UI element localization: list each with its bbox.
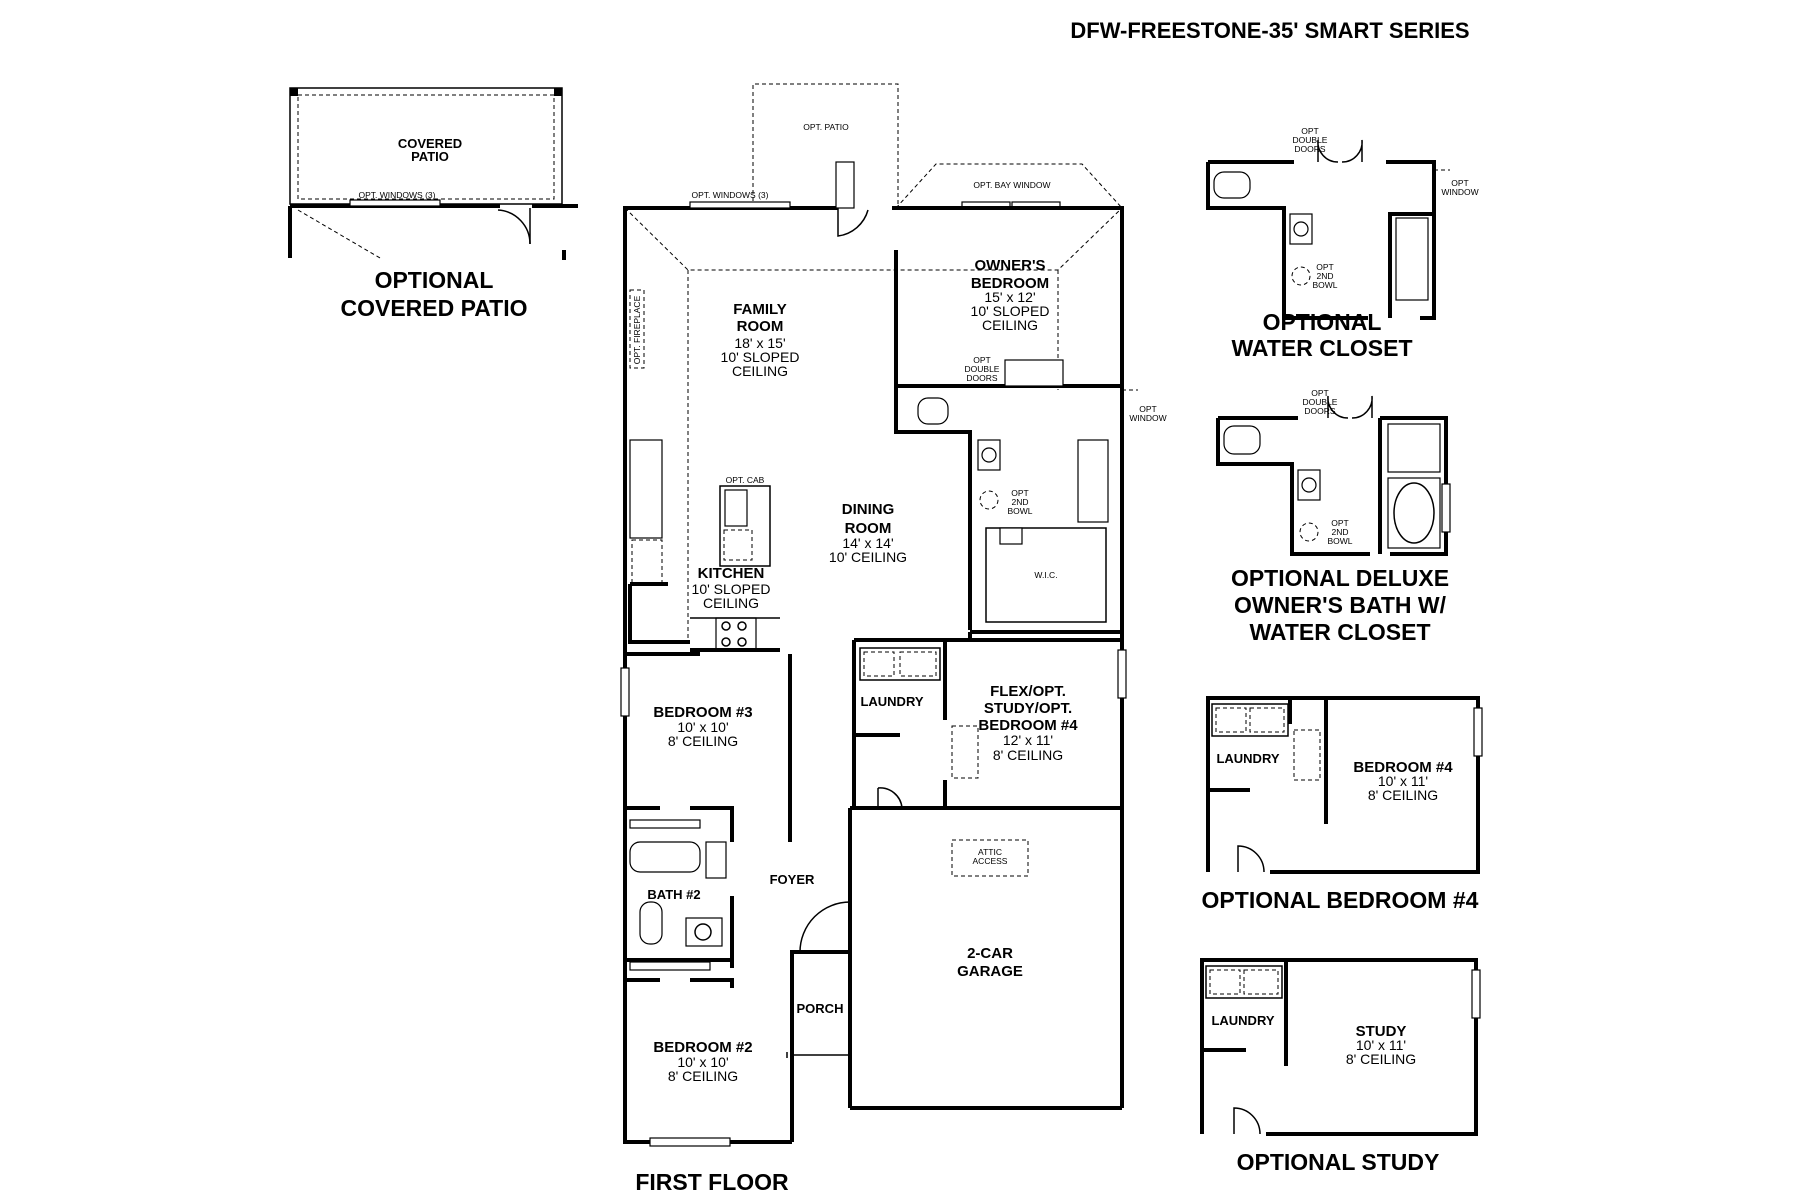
- wc-opt-double-doors-3: DOORS: [1294, 144, 1326, 154]
- flex-detail-2: 8' CEILING: [993, 747, 1063, 763]
- family-room-detail-1: 18' x 15': [734, 335, 785, 351]
- kitchen-name: KITCHEN: [698, 565, 765, 582]
- wc-opt-double-doors-1: OPT: [1301, 126, 1318, 136]
- opt-2nd-bowl-main-2: 2ND: [1011, 497, 1028, 507]
- dining-room-detail-1: 14' x 14': [842, 535, 893, 551]
- wc-opt-double-doors-2: DOUBLE: [1293, 135, 1328, 145]
- b4-laundry-label: LAUNDRY: [1216, 751, 1279, 766]
- family-room-detail-3: CEILING: [732, 363, 788, 379]
- bedroom2-detail-2: 8' CEILING: [668, 1068, 738, 1084]
- heading-first-floor: FIRST FLOOR: [635, 1169, 789, 1195]
- opt-study-name: STUDY: [1356, 1023, 1407, 1040]
- bedroom2-name: BEDROOM #2: [653, 1039, 752, 1056]
- opt-2nd-bowl-main-1: OPT: [1011, 488, 1028, 498]
- bedroom2-detail-1: 10' x 10': [677, 1054, 728, 1070]
- owners-bedroom-name-2: BEDROOM: [971, 275, 1049, 292]
- opt-bedroom4-detail-2: 8' CEILING: [1368, 787, 1438, 803]
- heading-study: OPTIONAL STUDY: [1237, 1149, 1440, 1175]
- wc-opt-window-1: OPT: [1451, 178, 1468, 188]
- kitchen-detail-1: 10' SLOPED: [692, 581, 771, 597]
- heading-covered-patio-2: COVERED PATIO: [341, 295, 528, 321]
- dining-room-name-2: ROOM: [845, 520, 892, 537]
- owners-bedroom-detail-2: 10' SLOPED: [971, 303, 1050, 319]
- study-laundry-label: LAUNDRY: [1211, 1013, 1274, 1028]
- bedroom3-detail-2: 8' CEILING: [668, 733, 738, 749]
- optional-deluxe-owners-bath: OPT DOUBLE DOORS OPT 2ND BOWL OPTIONAL D…: [1216, 388, 1451, 645]
- opt-patio-outline: [752, 83, 899, 208]
- plan-title: DFW-FREESTONE-35' SMART SERIES: [1070, 18, 1469, 43]
- covered-patio-label-1: COVERED: [398, 136, 462, 151]
- deluxe-opt-double-doors-1: OPT: [1311, 388, 1328, 398]
- opt-windows-main-label: OPT. WINDOWS (3): [692, 190, 769, 200]
- family-room-detail-2: 10' SLOPED: [721, 349, 800, 365]
- bath2-label: BATH #2: [647, 887, 700, 902]
- opt-bedroom4-detail-1: 10' x 11': [1378, 773, 1428, 789]
- opt-fireplace-label: OPT. FIREPLACE: [632, 295, 642, 364]
- dining-room-name-1: DINING: [842, 501, 895, 518]
- garage-label-1: 2-CAR: [967, 945, 1013, 962]
- opt-windows-patio-label: OPT. WINDOWS (3): [359, 190, 436, 200]
- heading-deluxe-bath-3: WATER CLOSET: [1249, 619, 1430, 645]
- heading-covered-patio-1: OPTIONAL: [375, 267, 494, 293]
- wc-opt-2nd-bowl-1: OPT: [1316, 262, 1333, 272]
- optional-covered-patio: COVERED PATIO OPT. WINDOWS (3) OPTIONAL …: [288, 87, 578, 321]
- heading-deluxe-bath-1: OPTIONAL DELUXE: [1231, 565, 1449, 591]
- deluxe-opt-2nd-bowl-1: OPT: [1331, 518, 1348, 528]
- flex-name-3: BEDROOM #4: [978, 717, 1078, 734]
- opt-window-main-1: OPT: [1139, 404, 1156, 414]
- flex-name-2: STUDY/OPT.: [984, 700, 1072, 717]
- kitchen-detail-2: CEILING: [703, 595, 759, 611]
- opt-patio-label: OPT. PATIO: [803, 122, 849, 132]
- foyer-label: FOYER: [770, 872, 815, 887]
- covered-patio-label-2: PATIO: [411, 149, 449, 164]
- opt-cab-label: OPT. CAB: [726, 475, 765, 485]
- deluxe-opt-2nd-bowl-3: BOWL: [1327, 536, 1352, 546]
- wc-opt-2nd-bowl-2: 2ND: [1316, 271, 1333, 281]
- heading-water-closet-1: OPTIONAL: [1263, 309, 1382, 335]
- deluxe-opt-2nd-bowl-2: 2ND: [1331, 527, 1348, 537]
- optional-water-closet: OPT DOUBLE DOORS OPT WINDOW OPT 2ND BOWL…: [1206, 126, 1479, 361]
- flex-name-1: FLEX/OPT.: [990, 683, 1066, 700]
- heading-bedroom4: OPTIONAL BEDROOM #4: [1202, 887, 1479, 913]
- porch-label: PORCH: [797, 1001, 844, 1016]
- flex-detail-1: 12' x 11': [1003, 732, 1053, 748]
- opt-window-main-2: WINDOW: [1129, 413, 1166, 423]
- opt-study-detail-1: 10' x 11': [1356, 1037, 1406, 1053]
- opt-double-doors-owners-1: OPT: [973, 355, 990, 365]
- attic-access-label-2: ACCESS: [973, 856, 1008, 866]
- laundry-label: LAUNDRY: [860, 694, 923, 709]
- opt-double-doors-owners-2: DOUBLE: [965, 364, 1000, 374]
- bedroom3-detail-1: 10' x 10': [677, 719, 728, 735]
- heading-deluxe-bath-2: OWNER'S BATH W/: [1234, 592, 1447, 618]
- family-room-name-2: ROOM: [737, 318, 784, 335]
- opt-bedroom4-name: BEDROOM #4: [1353, 759, 1453, 776]
- garage-label-2: GARAGE: [957, 963, 1023, 980]
- opt-double-doors-owners-3: DOORS: [966, 373, 998, 383]
- owners-bedroom-name-1: OWNER'S: [974, 257, 1045, 274]
- opt-bay-window-label: OPT. BAY WINDOW: [973, 180, 1050, 190]
- owners-bedroom-detail-3: CEILING: [982, 317, 1038, 333]
- first-floor-plan: OPT. PATIO OPT. BAY WINDOW OPT. WINDOWS …: [620, 83, 1167, 1195]
- attic-access-label-1: ATTIC: [978, 847, 1002, 857]
- wc-opt-window-2: WINDOW: [1441, 187, 1478, 197]
- dining-room-detail-2: 10' CEILING: [829, 549, 907, 565]
- optional-bedroom-4: LAUNDRY BEDROOM #4 10' x 11' 8' CEILING …: [1202, 696, 1483, 913]
- wic-label: W.I.C.: [1034, 570, 1057, 580]
- optional-study: LAUNDRY STUDY 10' x 11' 8' CEILING OPTIO…: [1200, 958, 1481, 1175]
- opt-bay-window-outline: [895, 163, 1123, 209]
- deluxe-opt-double-doors-3: DOORS: [1304, 406, 1336, 416]
- family-room-name-1: FAMILY: [733, 301, 787, 318]
- opt-study-detail-2: 8' CEILING: [1346, 1051, 1416, 1067]
- deluxe-opt-double-doors-2: DOUBLE: [1303, 397, 1338, 407]
- heading-water-closet-2: WATER CLOSET: [1231, 335, 1412, 361]
- bedroom3-name: BEDROOM #3: [653, 704, 752, 721]
- wc-opt-2nd-bowl-3: BOWL: [1312, 280, 1337, 290]
- opt-2nd-bowl-main-3: BOWL: [1007, 506, 1032, 516]
- owners-bedroom-detail-1: 15' x 12': [984, 289, 1035, 305]
